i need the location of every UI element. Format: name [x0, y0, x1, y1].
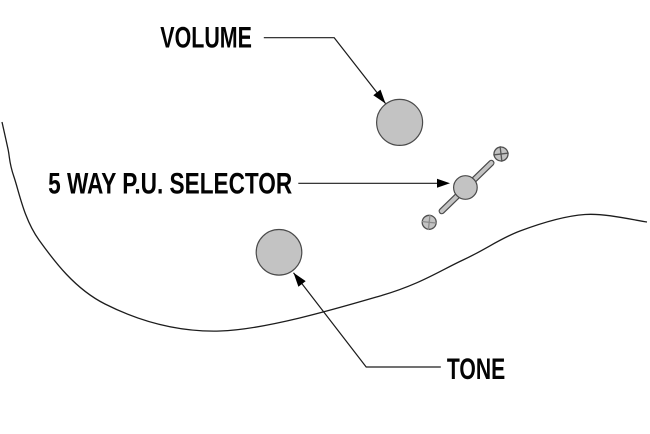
svg-text:TONE: TONE — [447, 354, 505, 386]
svg-text:VOLUME: VOLUME — [160, 23, 252, 55]
svg-text:5 WAY P.U. SELECTOR: 5 WAY P.U. SELECTOR — [48, 169, 292, 201]
